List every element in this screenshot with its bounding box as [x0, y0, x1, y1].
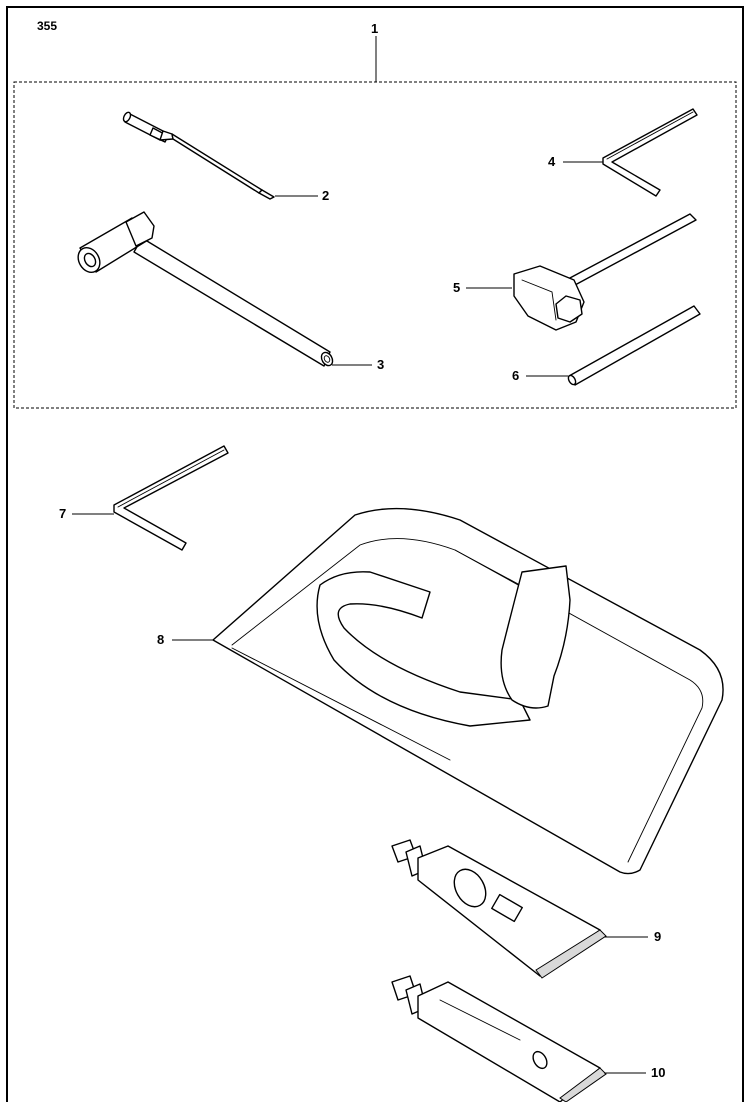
callout-4: 4 [548, 154, 556, 169]
callout-10: 10 [651, 1065, 665, 1080]
part-9-grease-tube [391, 839, 607, 979]
callout-9: 9 [654, 929, 661, 944]
callout-2: 2 [322, 188, 329, 203]
part-3-t-wrench [77, 211, 334, 367]
part-2-screwdriver [122, 111, 275, 200]
part-10-grease-tube [391, 975, 607, 1102]
callout-3: 3 [377, 357, 384, 372]
part-6-rod [567, 305, 701, 386]
part-4-hex-key [602, 108, 698, 197]
part-5-combination-spanner [513, 213, 697, 331]
part-8-tool-bag [212, 507, 724, 875]
part-7-hex-key [113, 445, 229, 551]
callout-1: 1 [371, 21, 378, 36]
callout-6: 6 [512, 368, 519, 383]
callout-8: 8 [157, 632, 164, 647]
page-frame [6, 6, 744, 1102]
kit-group-box [13, 81, 737, 409]
callout-5: 5 [453, 280, 460, 295]
callout-7: 7 [59, 506, 66, 521]
page-code: 355 [37, 19, 57, 33]
